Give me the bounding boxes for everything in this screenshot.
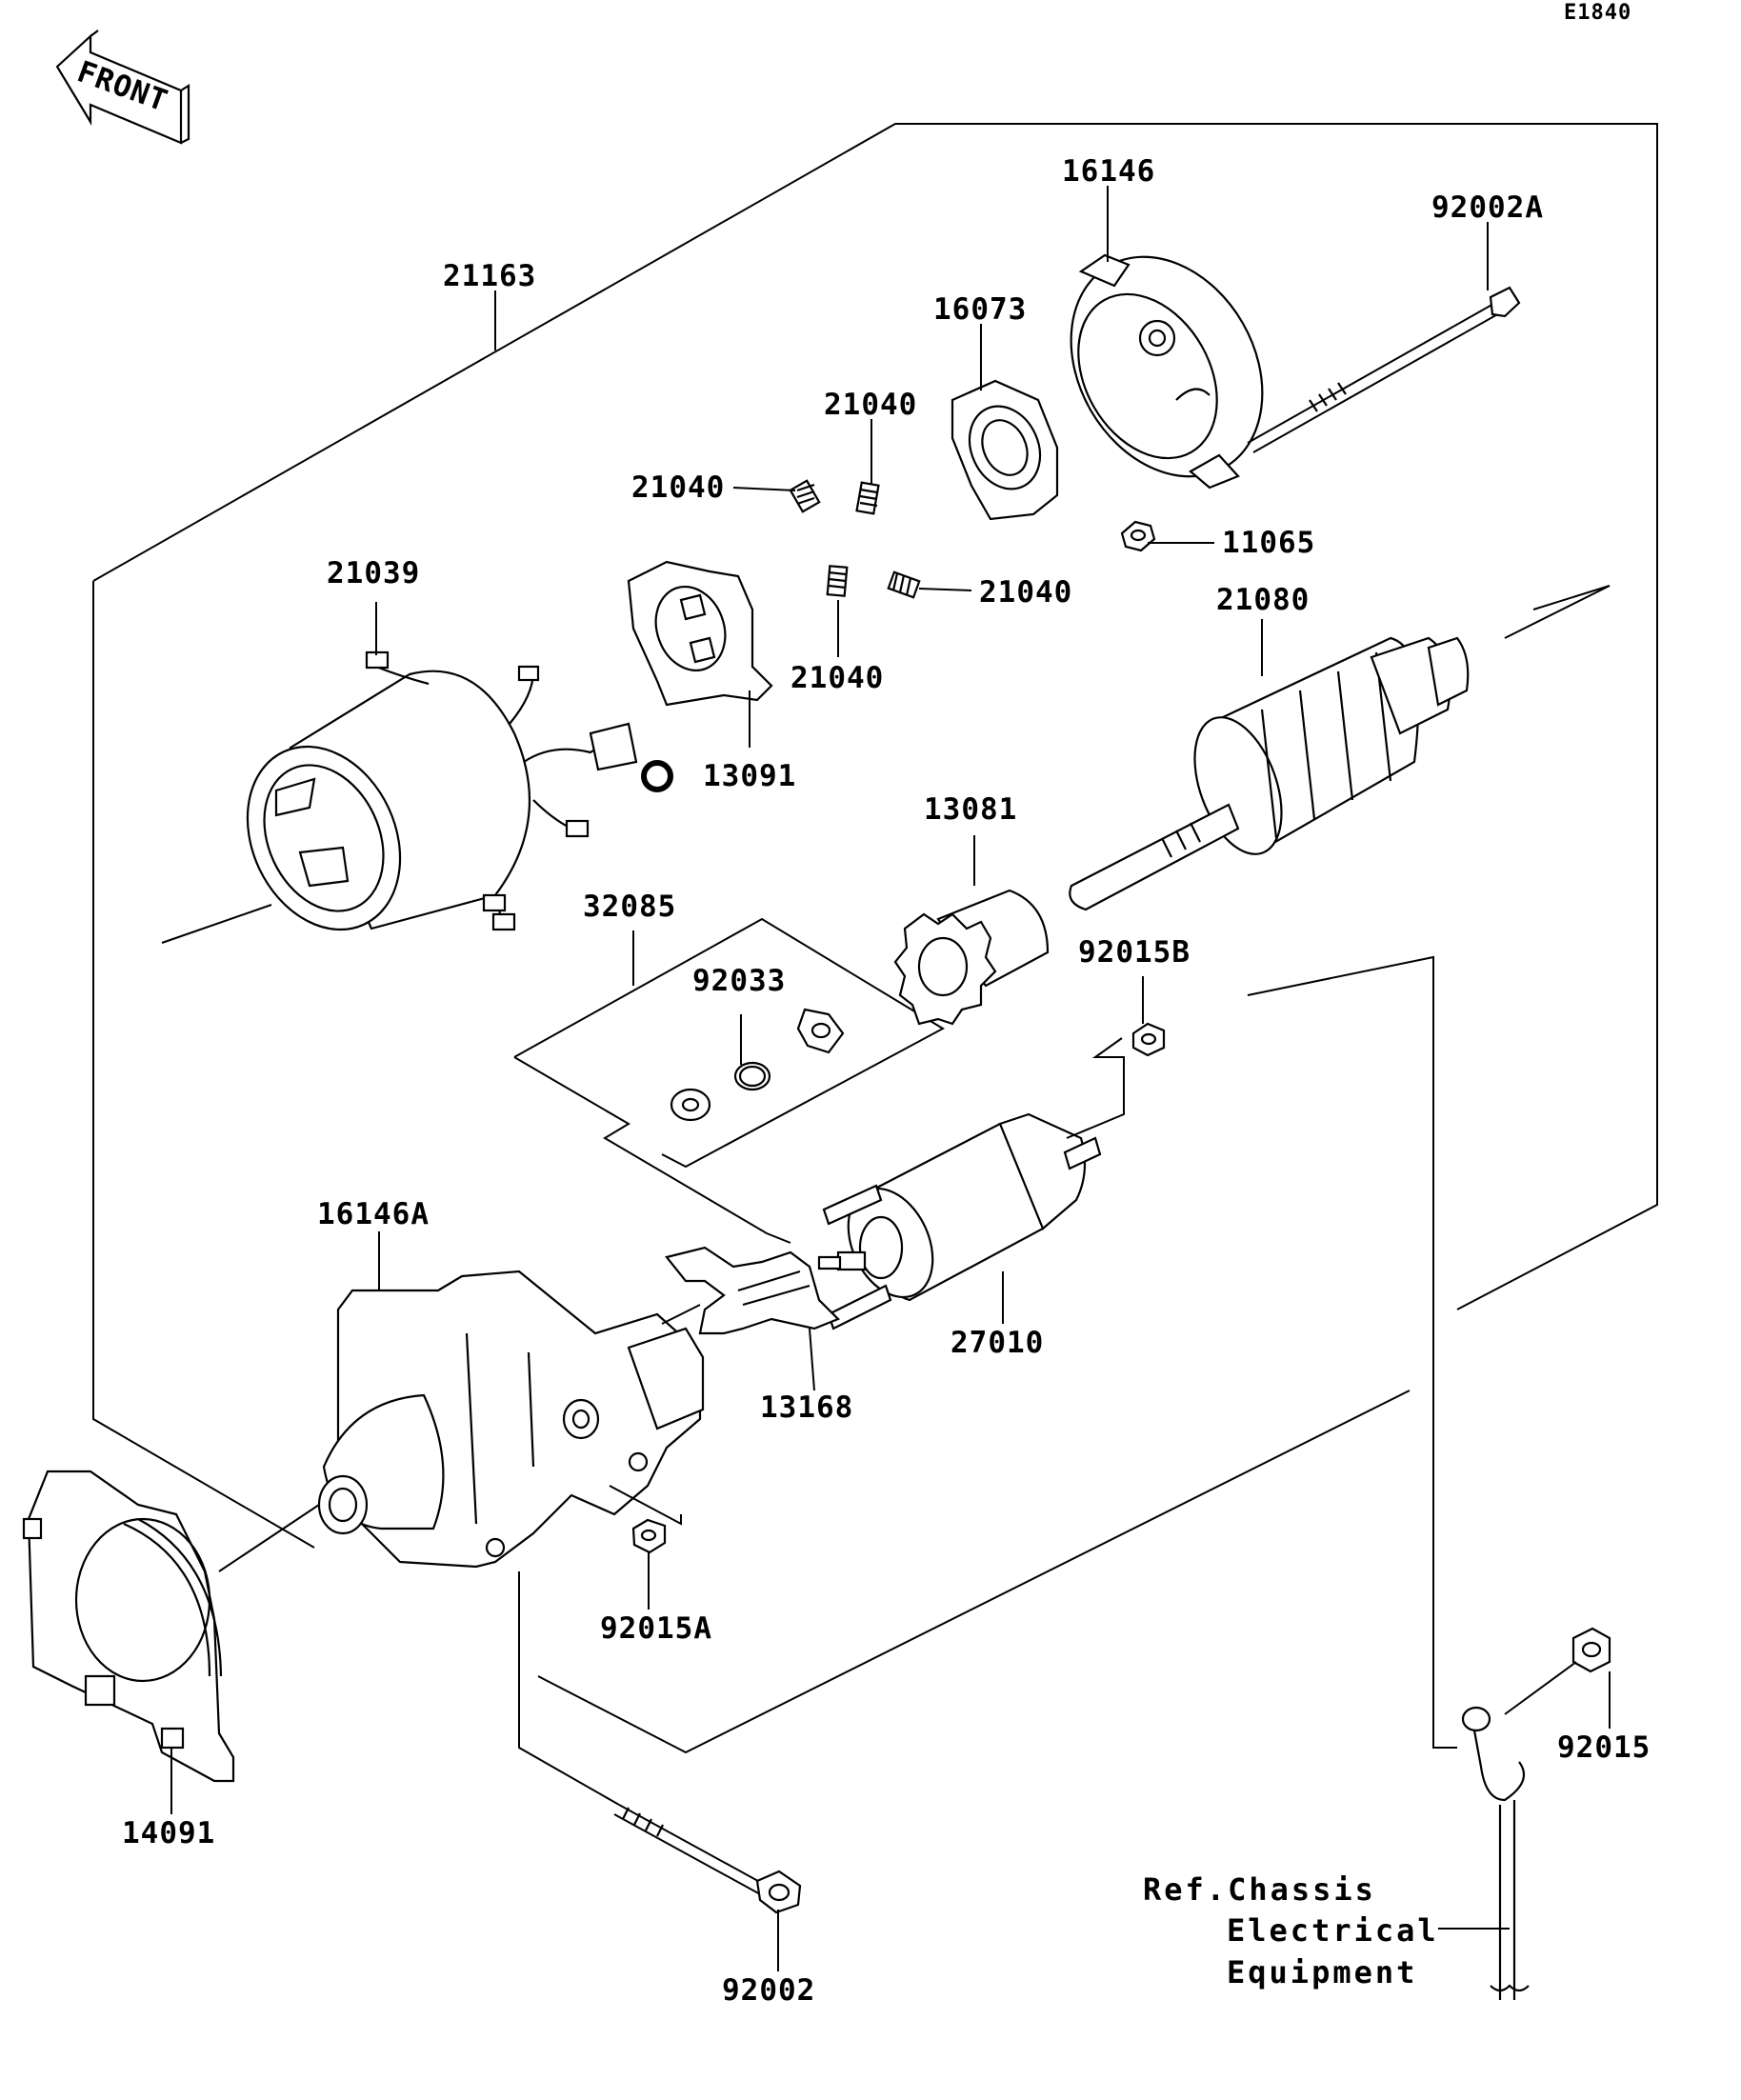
- label-13168: 13168: [760, 1390, 853, 1425]
- label-92002A: 92002A: [1431, 190, 1544, 225]
- cover-plate-14091: [22, 1470, 235, 1783]
- yoke-21039: [246, 650, 673, 931]
- brush-holder-13091: [627, 560, 773, 707]
- label-21040-bottom: 21040: [790, 661, 884, 695]
- ground-cable: [1461, 1706, 1530, 2000]
- circlip-92033: [733, 1061, 771, 1091]
- diagram-code: E1840: [1564, 1, 1631, 25]
- label-92015B: 92015B: [1078, 935, 1191, 970]
- leader-lines: [161, 186, 1611, 1971]
- reference-note-line-2: Electrical: [1227, 1912, 1439, 1949]
- label-92015: 92015: [1557, 1730, 1651, 1765]
- nut-92015A: [631, 1518, 667, 1554]
- reference-note: Ref.Chassis Electrical Equipment: [1143, 1871, 1439, 1990]
- assembly-outline-21163: [92, 123, 1658, 1754]
- label-21040-right: 21040: [979, 575, 1072, 610]
- kit-outline-32085: [513, 917, 946, 1244]
- label-11065: 11065: [1222, 526, 1315, 560]
- label-27010: 27010: [951, 1326, 1044, 1360]
- washer-32085-a: [670, 1088, 711, 1122]
- spring-21040-top: [855, 481, 880, 515]
- shift-lever-13168: [665, 1246, 840, 1335]
- front-housing-16146A: [317, 1270, 705, 1569]
- label-21163: 21163: [443, 259, 536, 293]
- brush-plate-16073: [951, 379, 1059, 521]
- nut-92015: [1571, 1627, 1611, 1673]
- label-92015A: 92015A: [600, 1611, 712, 1646]
- collar-32085-b: [796, 1008, 845, 1054]
- label-92033: 92033: [692, 964, 786, 998]
- label-92002: 92002: [722, 1973, 815, 2008]
- label-16073: 16073: [933, 292, 1027, 327]
- label-21039: 21039: [327, 556, 420, 590]
- label-13091: 13091: [703, 759, 796, 793]
- label-21040-top: 21040: [824, 388, 917, 422]
- pinion-13081: [893, 889, 1050, 1026]
- spring-21040-right: [887, 570, 921, 599]
- label-21040-left: 21040: [631, 470, 725, 505]
- reference-note-line-1: Ref.Chassis: [1143, 1871, 1376, 1908]
- armature-21080: [1069, 636, 1470, 911]
- label-14091: 14091: [122, 1816, 215, 1850]
- nut-11065: [1120, 520, 1156, 552]
- rear-cover-16146: [1070, 253, 1264, 490]
- bolt-92002: [613, 1804, 802, 1914]
- spring-21040-left: [789, 479, 821, 513]
- solenoid-27010: [817, 1112, 1102, 1330]
- spring-21040-bottom: [826, 565, 849, 597]
- label-13081: 13081: [924, 792, 1017, 827]
- ref-outline-92015: [1247, 955, 1457, 1749]
- through-bolt-92002A: [1247, 286, 1521, 453]
- reference-note-line-3: Equipment: [1227, 1954, 1417, 1990]
- front-direction-arrow-icon: FRONT: [55, 30, 190, 145]
- label-16146A: 16146A: [317, 1197, 430, 1231]
- nut-92015B: [1131, 1022, 1166, 1057]
- label-21080: 21080: [1216, 583, 1310, 617]
- label-32085: 32085: [583, 890, 676, 924]
- label-16146: 16146: [1062, 154, 1155, 189]
